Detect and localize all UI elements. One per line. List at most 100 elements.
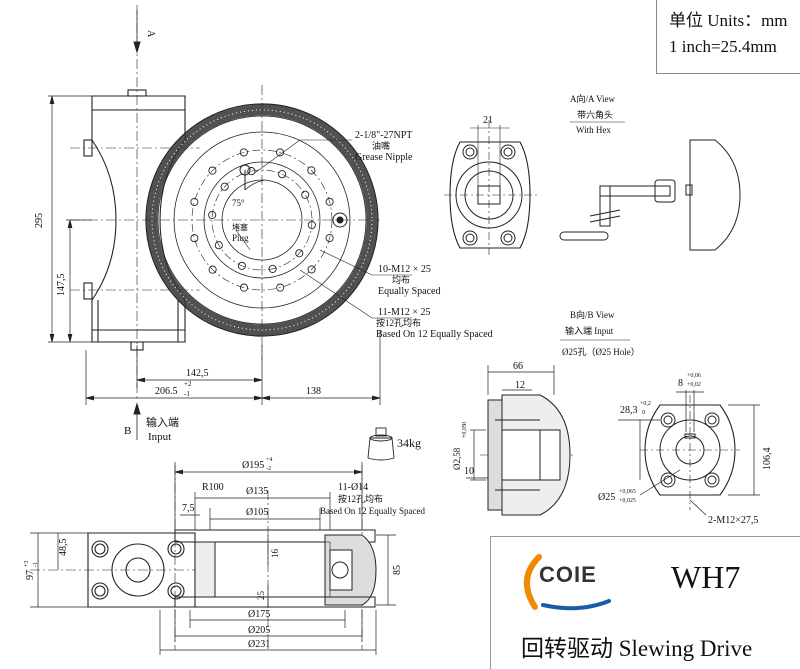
units-line-2: 1 inch=25.4mm <box>669 37 777 56</box>
inner-bolt-hole <box>307 220 316 230</box>
front-view: 75° A 295 147,5 <box>34 5 493 461</box>
inner-bolt-hole <box>220 182 229 191</box>
section-dim-16: 16 <box>270 549 280 559</box>
outer-bolt-hole <box>208 265 217 274</box>
a-view-title: A向/A View <box>570 93 616 104</box>
dim-138-label: 138 <box>306 386 321 397</box>
b-view-dim-106-4: 106,4 <box>762 448 773 471</box>
b-view-bolt-boss <box>704 412 720 428</box>
inner-bolt-hole <box>214 241 223 250</box>
inner-bolt-hole <box>208 210 217 220</box>
b-view-title: B向/B View <box>570 309 615 320</box>
outer-bolt-hole <box>307 166 316 175</box>
b-view-dim-28-3: 28,3 <box>620 405 638 416</box>
a-view-bolt-boss <box>462 144 478 160</box>
a-view: 21 A向/A View 带六角头 With Hex <box>444 93 741 255</box>
dim-206-5-label: 206.5 <box>155 386 178 397</box>
crank-handle-icon <box>559 139 741 251</box>
section-holes-11-cn: 按12孔均布 <box>338 493 383 504</box>
section-d135: Ø135 <box>246 486 268 497</box>
b-view-dim-8-tol-lower: +0,02 <box>687 382 701 388</box>
a-view-bolt-hole <box>465 233 475 243</box>
dim-206-5-tol-lower: -1 <box>184 390 190 398</box>
inner-bolt-hole <box>295 249 304 258</box>
a-view-bolt-boss <box>462 230 478 246</box>
b-view-bolt-hole <box>707 475 717 485</box>
section-dim-97: 97 <box>25 570 36 580</box>
m12-11-en-label: Based On 12 Equally Spaced <box>376 329 493 340</box>
b-view-dim-d58-tol-upper: +0,05 <box>462 424 468 438</box>
section-r100: R100 <box>202 482 224 493</box>
coie-logo <box>524 554 611 611</box>
slewing-ring <box>145 103 379 337</box>
grease-nipple-icon <box>332 212 348 228</box>
input-en-label: Input <box>148 431 171 443</box>
b-view-dim-10: 10 <box>464 466 474 477</box>
b-view-bolt-hole <box>663 415 673 425</box>
inner-bolt-hole <box>268 264 277 273</box>
b-view-bolts: 2-M12×27,5 <box>708 515 758 526</box>
dim-142-5-label: 142,5 <box>186 368 209 379</box>
input-cn-label: 输入端 <box>146 415 179 429</box>
a-view-hex-cn: 带六角头 <box>577 109 613 120</box>
section-d205: Ø205 <box>248 625 270 636</box>
outer-bolt-hole <box>239 283 249 292</box>
inner-bolt-hole <box>247 167 256 176</box>
m12-10-en-label: Equally Spaced <box>378 286 440 297</box>
weight-icon <box>367 427 395 461</box>
section-holes-11: 11-Ø14 <box>338 482 368 493</box>
m12-11-cn-label: 按12孔均布 <box>376 317 421 328</box>
section-d175: Ø175 <box>248 609 270 620</box>
outer-bolt-hole <box>190 197 199 207</box>
b-view-bolt-hole <box>707 415 717 425</box>
section-d105: Ø105 <box>246 507 268 518</box>
section-dim-85: 85 <box>392 565 403 575</box>
a-view-bolt-hole <box>503 147 513 157</box>
a-view-hex-en: With Hex <box>576 125 611 135</box>
b-view-bolt-boss <box>704 472 720 488</box>
section-d231: Ø231 <box>248 639 270 650</box>
npt-label: 2-1/8"-27NPT <box>355 130 412 141</box>
dim-147-5-label: 147,5 <box>56 274 67 297</box>
angle-label: 75° <box>232 198 245 208</box>
dim-295-label: 295 <box>34 213 45 228</box>
a-view-bolt-boss <box>500 230 516 246</box>
section-dim-97-tol-upper: +3 <box>24 561 30 567</box>
b-view-hole-label: Ø25孔（Ø25 Hole） <box>562 347 640 357</box>
a-view-bolt-hole <box>503 233 513 243</box>
b-view-dim-12: 12 <box>515 380 525 391</box>
view-a-arrow-label: A <box>145 30 156 38</box>
view-b-arrow-label: B <box>124 425 131 437</box>
plug-icon <box>239 164 251 190</box>
inner-bolt-hole <box>237 261 246 270</box>
dim-206-5-tol-upper: +2 <box>184 380 192 388</box>
b-view-dim-8-tol-upper: +0,06 <box>687 373 701 379</box>
a-view-bolt-hole <box>465 147 475 157</box>
units-line-1: 单位 Units：mm <box>669 11 788 30</box>
outer-bolt-hole <box>325 233 334 243</box>
section-dim-97-tol-lower: -1 <box>33 562 39 567</box>
b-view-dim-8: 8 <box>678 378 683 389</box>
b-view-dim-d25-tol-lower: +0,025 <box>619 498 636 504</box>
outer-bolt-hole <box>276 283 285 292</box>
product-name: 回转驱动 Slewing Drive <box>521 636 753 661</box>
bolt-holes <box>190 148 334 292</box>
outer-bolt-hole <box>325 197 334 206</box>
b-view-dim-66: 66 <box>513 361 523 372</box>
weight-label: 34kg <box>397 436 421 450</box>
outer-bolt-hole <box>208 166 217 175</box>
units-box: 单位 Units：mm 1 inch=25.4mm <box>656 0 800 74</box>
b-view-dim-28-3-tol-upper: +0,2 <box>640 401 651 407</box>
worm-housing <box>83 89 186 351</box>
outer-bolt-hole <box>239 148 248 157</box>
b-view-dim-d25-tol-upper: +0,065 <box>619 489 636 495</box>
section-d195: Ø195 <box>242 460 264 471</box>
m12-10-label: 10-M12 × 25 <box>378 264 431 275</box>
section-dim-25: 25 <box>256 591 266 601</box>
b-view-dim-d25: Ø25 <box>598 492 615 503</box>
npt-en-label: Grease Nipple <box>355 152 413 163</box>
outer-bolt-hole <box>275 148 285 157</box>
section-holes-11-en: Based On 12 Equally Spaced <box>320 506 425 516</box>
a-view-dim-21: 21 <box>483 115 493 126</box>
